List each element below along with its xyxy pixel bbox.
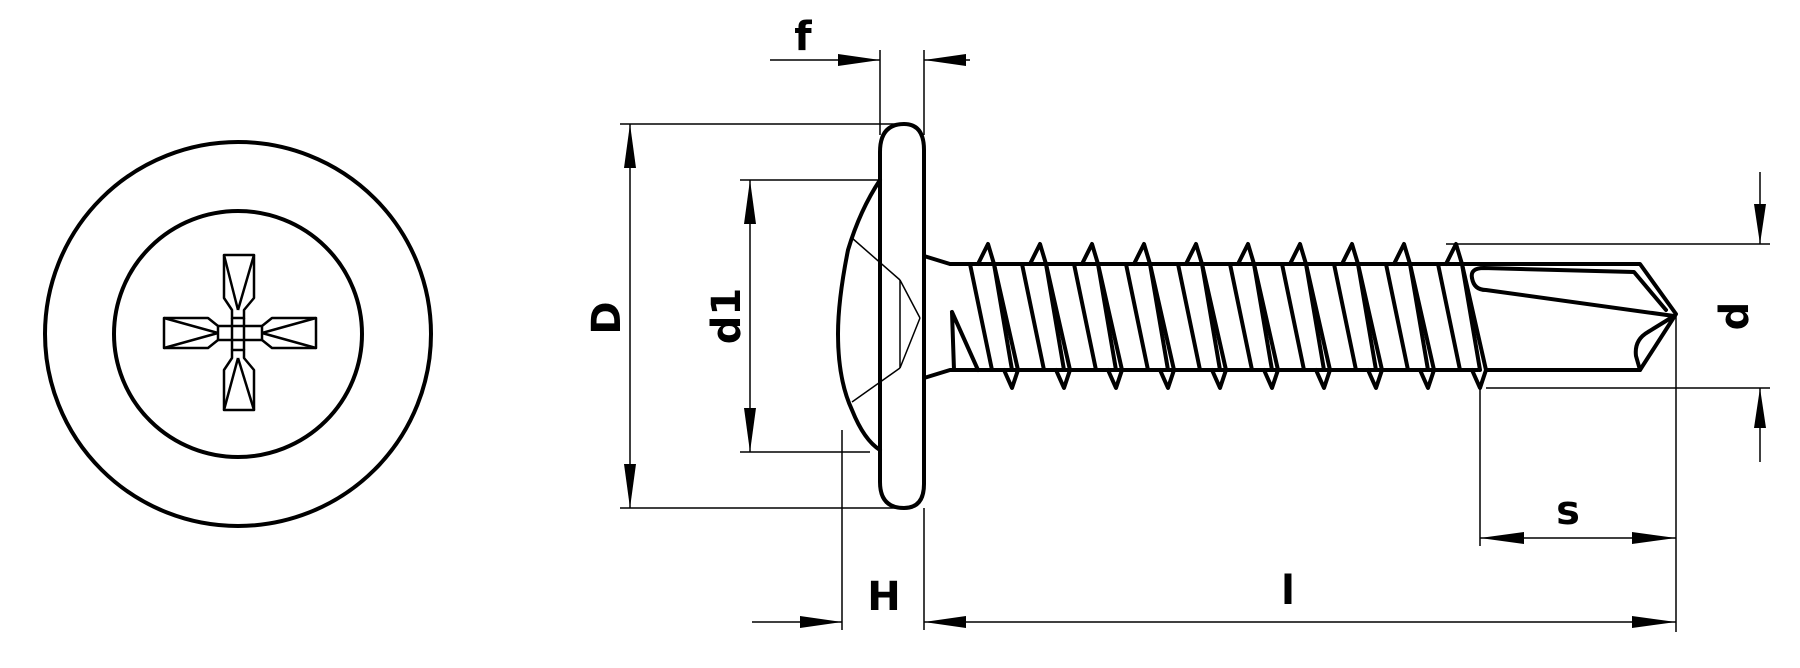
- dimension-l: l: [924, 568, 1676, 628]
- label-f: f: [794, 14, 812, 60]
- dimension-d1: d1: [704, 179, 880, 453]
- head-outer-circle: [43, 140, 433, 528]
- dimension-D: D: [584, 123, 900, 509]
- head-dome: [836, 178, 882, 452]
- dimension-s: s: [1479, 316, 1677, 632]
- dimension-f: f: [770, 14, 970, 135]
- cross-recess-icon: [162, 253, 318, 412]
- label-H: H: [867, 574, 900, 620]
- screw-side-view: [836, 122, 1678, 510]
- label-d1: d1: [704, 288, 750, 344]
- label-D: D: [584, 301, 630, 334]
- dimension-H: H: [752, 430, 966, 630]
- head-inner-circle: [112, 209, 364, 459]
- neck-cut: [950, 310, 980, 372]
- label-s: s: [1556, 488, 1580, 534]
- label-l: l: [1281, 568, 1295, 614]
- recess-hidden-lines: [851, 237, 921, 403]
- head-flange: [878, 122, 926, 510]
- threads: [968, 242, 1488, 390]
- dimension-d: d: [1446, 172, 1770, 462]
- drill-point: [1469, 262, 1678, 372]
- label-d: d: [1712, 302, 1758, 331]
- head-top-view: [43, 140, 433, 528]
